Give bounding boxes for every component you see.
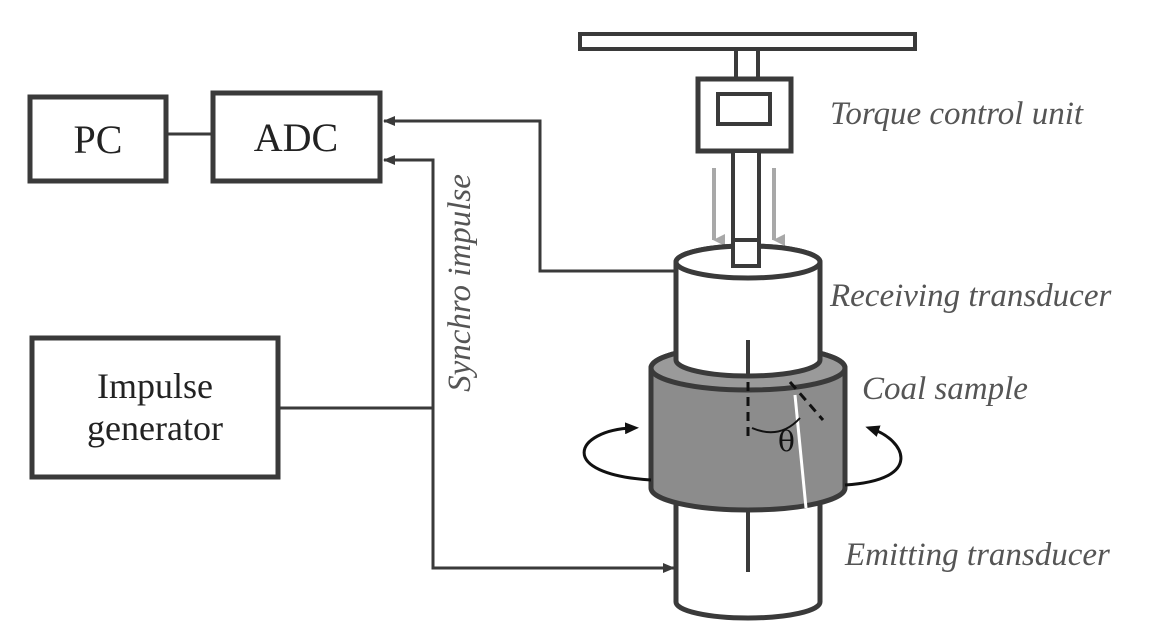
angle-marker	[746, 381, 825, 440]
rotation-arrow	[582, 422, 903, 487]
impulse-label-line1: Impulse	[97, 366, 213, 406]
impulse-generator-block: Impulse generator	[29, 335, 281, 480]
coal-sample-label: Coal sample	[862, 371, 1028, 407]
receive-signal-line	[383, 116, 680, 273]
emitting-transducer-label: Emitting transducer	[844, 537, 1110, 573]
impulse-label-line2: generator	[87, 408, 223, 448]
torque-control-unit	[578, 32, 917, 268]
adc-block: ADC	[210, 90, 383, 184]
adc-label: ADC	[254, 115, 338, 160]
receiving-transducer	[673, 238, 823, 379]
receiving-transducer-label: Receiving transducer	[829, 278, 1111, 314]
synchro-line	[383, 155, 435, 408]
pc-block: PC	[27, 94, 169, 184]
synchro-impulse-label: Synchro impulse	[442, 174, 478, 392]
theta-symbol: θ	[778, 425, 795, 458]
torque-control-label: Torque control unit	[830, 96, 1084, 132]
emitting-transducer	[673, 492, 823, 621]
pc-label: PC	[74, 117, 123, 162]
emit-signal-line	[431, 408, 675, 573]
